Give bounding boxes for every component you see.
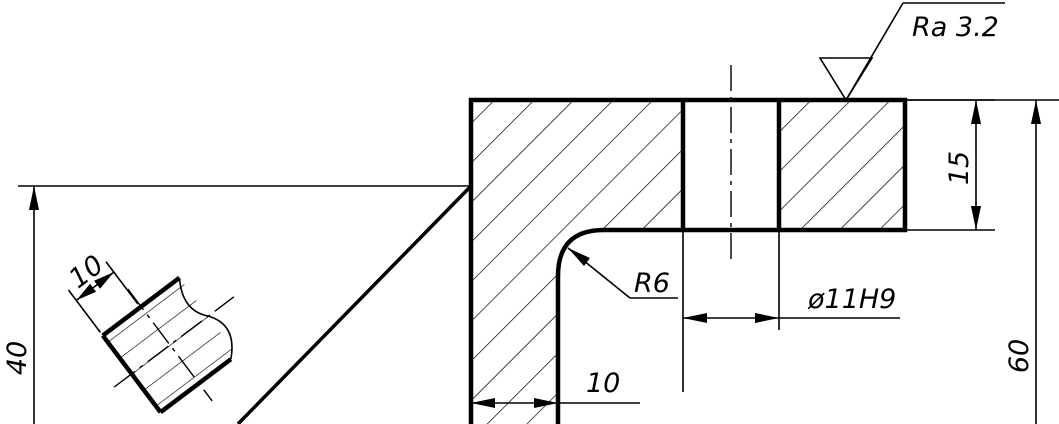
- flange-thickness-label: 15: [944, 151, 975, 185]
- radius-label: R6: [634, 268, 670, 299]
- detail-view: 10: [63, 249, 238, 415]
- dim-flange-thickness: 15: [905, 99, 995, 231]
- detail-width-label: 10: [63, 249, 109, 294]
- dim-hole-diameter: ø11H9: [682, 232, 900, 392]
- roughness-symbol: Ra 3.2: [818, 2, 1005, 102]
- dim-overall-height: 60: [905, 99, 1059, 424]
- roughness-label: Ra 3.2: [912, 12, 999, 43]
- part-outline: [236, 97, 908, 424]
- left-height-label: 40: [2, 341, 33, 375]
- overall-height-label: 60: [1004, 339, 1035, 373]
- dim-wall-thickness: 10: [471, 368, 640, 408]
- wall-thickness-label: 10: [586, 368, 620, 399]
- dim-left-height: 40: [2, 185, 471, 424]
- hole-diameter-label: ø11H9: [807, 284, 896, 315]
- dim-radius: R6: [567, 247, 678, 299]
